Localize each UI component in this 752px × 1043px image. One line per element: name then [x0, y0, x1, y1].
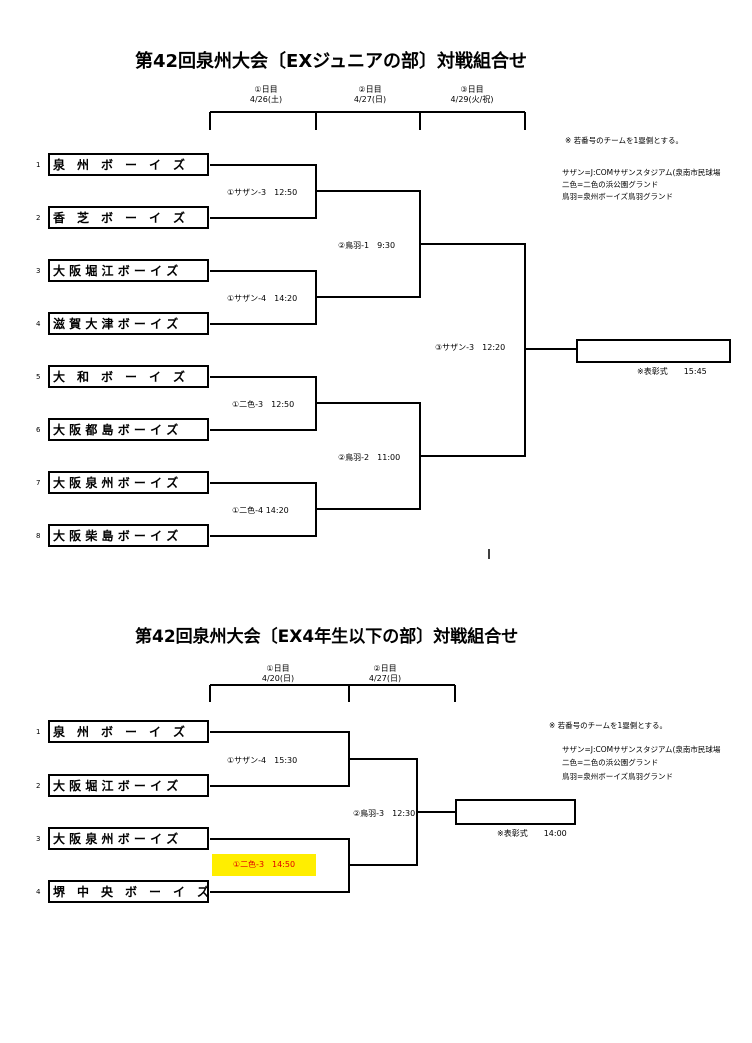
top-day-2: ②日目 4/27(日)	[330, 85, 410, 105]
match-r1-1: ①サザン-3 12:50	[227, 188, 298, 197]
note-first-base: ※ 若番号のチームを1塁側とする。	[565, 136, 683, 145]
seed-8: 8	[36, 532, 41, 540]
top-day-1-date: 4/26(土)	[249, 95, 283, 104]
bottom-day-2: ②日目 4/27(日)	[345, 664, 425, 684]
b-team-box-1: 泉 州 ボ ー イ ズ	[48, 720, 209, 743]
note-venue-nishiki: 二色=二色の浜公園グランド	[562, 180, 659, 189]
match-r2-2: ②鳥羽-2 11:00	[338, 453, 401, 462]
seed-5: 5	[36, 373, 41, 381]
champion-box	[576, 339, 731, 363]
match-final: ③サザン-3 12:20	[435, 343, 506, 352]
team-box-2: 香 芝 ボ ー イ ズ	[48, 206, 209, 229]
top-day-3: ③日目 4/29(火/祝)	[432, 85, 512, 105]
b-note-first-base: ※ 若番号のチームを1塁側とする。	[549, 721, 667, 730]
b-seed-4: 4	[36, 888, 41, 896]
team-box-3: 大 阪 堀 江 ボ ー イ ズ	[48, 259, 209, 282]
team-box-6: 大 阪 都 島 ボ ー イ ズ	[48, 418, 209, 441]
bottom-title: 第42回泉州大会〔EX4年生以下の部〕対戦組合せ	[135, 627, 519, 647]
b-note-venue-nishiki: 二色=二色の浜公園グランド	[562, 758, 659, 767]
note-venue-southern: サザン=J:COMサザンスタジアム(泉南市民球場	[562, 168, 721, 177]
bottom-day-2-date: 4/27(日)	[368, 674, 402, 683]
match-r1-2: ①サザン-4 14:20	[227, 294, 298, 303]
team-box-5: 大 和 ボ ー イ ズ	[48, 365, 209, 388]
team-box-1: 泉 州 ボ ー イ ズ	[48, 153, 209, 176]
b-seed-3: 3	[36, 835, 41, 843]
b-match-r1-2-highlight: ①二色-3 14:50	[212, 854, 316, 876]
b-match-final: ②鳥羽-3 12:30	[353, 809, 416, 818]
bottom-day-1: ①日目 4/20(日)	[238, 664, 318, 684]
team-box-7: 大 阪 泉 州 ボ ー イ ズ	[48, 471, 209, 494]
bottom-day-1-date: 4/20(日)	[261, 674, 295, 683]
b-match-r1-1: ①サザン-4 15:30	[227, 756, 298, 765]
b-team-box-2: 大 阪 堀 江 ボ ー イ ズ	[48, 774, 209, 797]
b-note-venue-toba: 鳥羽=泉州ボーイズ鳥羽グランド	[562, 772, 674, 781]
top-day-2-label: ②日目	[358, 85, 382, 94]
b-seed-2: 2	[36, 782, 41, 790]
b-team-box-4: 堺 中 央 ボ ー イ ズ	[48, 880, 209, 903]
top-day-3-label: ③日目	[460, 85, 484, 94]
seed-7: 7	[36, 479, 41, 487]
bottom-day-1-label: ①日目	[266, 664, 290, 673]
match-r2-1: ②鳥羽-1 9:30	[338, 241, 396, 250]
seed-1: 1	[36, 161, 41, 169]
top-title: 第42回泉州大会〔EXジュニアの部〕対戦組合せ	[135, 51, 527, 72]
match-r1-4: ①二色-4 14:20	[232, 506, 289, 515]
bottom-day-2-label: ②日目	[373, 664, 397, 673]
b-note-venue-southern: サザン=J:COMサザンスタジアム(泉南市民球場	[562, 745, 721, 754]
seed-4: 4	[36, 320, 41, 328]
top-day-1-label: ①日目	[254, 85, 278, 94]
b-team-box-3: 大 阪 泉 州 ボ ー イ ズ	[48, 827, 209, 850]
note-venue-toba: 鳥羽=泉州ボーイズ鳥羽グランド	[562, 192, 674, 201]
seed-6: 6	[36, 426, 41, 434]
top-day-3-date: 4/29(火/祝)	[450, 95, 494, 104]
ceremony-time: ※表彰式 15:45	[637, 367, 707, 376]
b-seed-1: 1	[36, 728, 41, 736]
team-box-8: 大 阪 柴 島 ボ ー イ ズ	[48, 524, 209, 547]
seed-3: 3	[36, 267, 41, 275]
match-r1-3: ①二色-3 12:50	[232, 400, 295, 409]
b-champion-box	[455, 799, 576, 825]
seed-2: 2	[36, 214, 41, 222]
top-day-2-date: 4/27(日)	[353, 95, 387, 104]
b-ceremony-time: ※表彰式 14:00	[497, 829, 567, 838]
top-day-1: ①日目 4/26(土)	[226, 85, 306, 105]
team-box-4: 滋 賀 大 津 ボ ー イ ズ	[48, 312, 209, 335]
